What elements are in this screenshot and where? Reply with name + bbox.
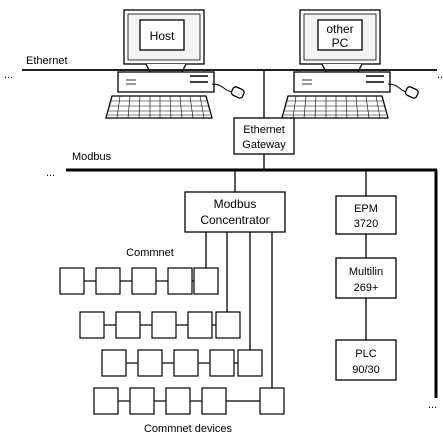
ethernet-left-ellipsis: ... bbox=[4, 69, 13, 81]
epm-label-line1: EPM bbox=[354, 203, 378, 215]
modbus-left-ellipsis: ... bbox=[46, 167, 55, 179]
plc-label-line1: PLC bbox=[355, 348, 376, 360]
commnet-device bbox=[101, 349, 127, 377]
multilin-label-line1: Multilin bbox=[349, 266, 383, 278]
commnet-device bbox=[137, 349, 163, 377]
modbus-bottom-ellipsis: ... bbox=[428, 399, 437, 411]
commnet-devices-label: Commnet devices bbox=[144, 423, 233, 435]
commnet-chain-row-4 bbox=[93, 387, 285, 415]
other-pc-computer bbox=[281, 9, 419, 119]
host-computer bbox=[105, 9, 245, 119]
commnet-device bbox=[79, 311, 105, 339]
commnet-device bbox=[259, 387, 285, 415]
commnet-device bbox=[209, 349, 235, 377]
plc-90-30-box bbox=[335, 339, 397, 381]
commnet-device bbox=[237, 349, 263, 377]
commnet-device bbox=[129, 387, 155, 415]
host-label: Host bbox=[150, 29, 175, 43]
commnet-chain-row-2 bbox=[79, 311, 241, 339]
commnet-device bbox=[165, 387, 191, 415]
modbus-concentrator-box bbox=[184, 191, 286, 233]
concentrator-label-line2: Concentrator bbox=[200, 213, 269, 227]
commnet-device bbox=[173, 349, 199, 377]
ethernet-label: Ethernet bbox=[26, 55, 68, 67]
commnet-device bbox=[167, 267, 193, 295]
other-pc-label-line2: PC bbox=[332, 36, 349, 50]
concentrator-label-line1: Modbus bbox=[214, 197, 257, 211]
commnet-chain-row-3 bbox=[101, 349, 263, 377]
gateway-label-line2: Gateway bbox=[242, 139, 286, 151]
commnet-device bbox=[59, 267, 85, 295]
commnet-device bbox=[187, 311, 213, 339]
commnet-chain-row-1 bbox=[59, 267, 219, 295]
ethernet-right-ellipsis: ... bbox=[437, 69, 443, 81]
plc-label-line2: 90/30 bbox=[352, 364, 380, 376]
commnet-device bbox=[201, 387, 227, 415]
commnet-device bbox=[193, 267, 219, 295]
ethernet-gateway-box bbox=[233, 117, 295, 155]
commnet-device bbox=[115, 311, 141, 339]
epm-label-line2: 3720 bbox=[354, 218, 378, 230]
commnet-device bbox=[151, 311, 177, 339]
commnet-device bbox=[93, 387, 119, 415]
epm-3720-box bbox=[335, 195, 397, 235]
multilin-label-line2: 269+ bbox=[354, 282, 379, 294]
commnet-device bbox=[95, 267, 121, 295]
modbus-label: Modbus bbox=[72, 151, 112, 163]
commnet-device bbox=[215, 311, 241, 339]
gateway-label-line1: Ethernet bbox=[243, 124, 285, 136]
commnet-label: Commnet bbox=[126, 247, 174, 259]
commnet-feed-lines bbox=[205, 232, 273, 388]
other-pc-label-line1: other bbox=[326, 22, 353, 36]
commnet-device bbox=[131, 267, 157, 295]
